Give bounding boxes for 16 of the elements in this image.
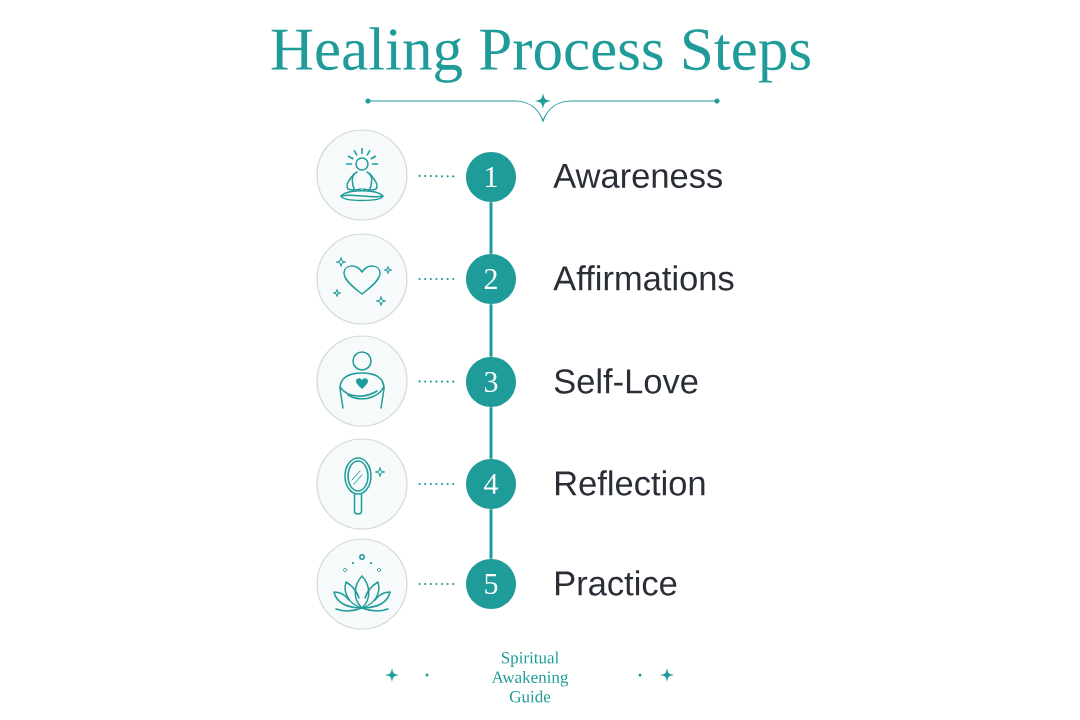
title: Healing Process Steps: [271, 27, 810, 83]
connector-line: [489, 304, 493, 357]
step-label: Affirmations: [553, 265, 734, 291]
connector-line: [489, 202, 493, 254]
dotted-line: [418, 380, 455, 383]
footer-text: Spiritual Awakening Guide: [491, 651, 569, 703]
dotted-line: [418, 277, 455, 281]
dotted-line: [418, 482, 455, 486]
dotted-line: [418, 174, 455, 178]
connector-line: [489, 509, 493, 559]
connector-line: [489, 407, 493, 459]
dotted-line: [418, 582, 455, 586]
step-label: Awareness: [553, 163, 722, 189]
step-label: Practice: [556, 570, 677, 596]
step-label: Reflection: [556, 470, 705, 496]
step-label: Self-Love: [554, 368, 698, 394]
